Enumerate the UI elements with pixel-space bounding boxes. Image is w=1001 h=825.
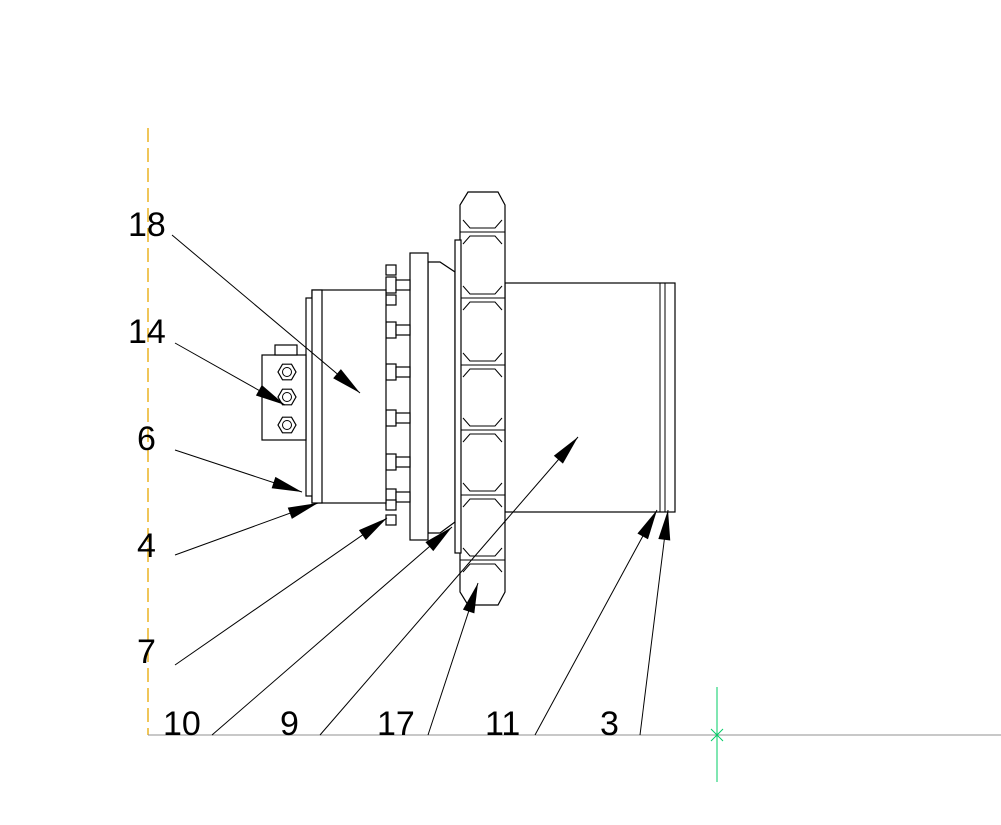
hex-nut bbox=[277, 363, 297, 381]
sprocket bbox=[459, 191, 506, 606]
flange bbox=[409, 252, 429, 541]
drive-assembly bbox=[261, 191, 676, 606]
callout-18: 18 bbox=[128, 206, 166, 244]
callout-3: 3 bbox=[600, 705, 619, 743]
bolt bbox=[385, 409, 397, 427]
bolt bbox=[385, 363, 397, 381]
callout-10: 10 bbox=[163, 705, 201, 743]
cursor-crosshair bbox=[710, 687, 724, 782]
callout-14: 14 bbox=[128, 313, 166, 351]
callout-9: 9 bbox=[280, 705, 299, 743]
bolt bbox=[385, 276, 397, 294]
arrowhead bbox=[553, 437, 578, 464]
arrowhead bbox=[637, 510, 657, 540]
leader-line bbox=[319, 436, 579, 736]
arrowhead bbox=[358, 518, 387, 541]
callout-4: 4 bbox=[137, 527, 156, 565]
arrowhead bbox=[425, 527, 452, 552]
leader-line bbox=[171, 234, 361, 394]
arrowhead bbox=[287, 503, 318, 519]
leader-line bbox=[639, 509, 669, 736]
arrowhead bbox=[462, 583, 478, 614]
leader-line bbox=[174, 517, 388, 666]
hex-nut bbox=[277, 416, 297, 434]
sprocket-outline bbox=[459, 191, 506, 606]
hex-nut bbox=[277, 388, 297, 406]
leader-line bbox=[534, 509, 658, 736]
callout-17: 17 bbox=[377, 705, 415, 743]
callout-7: 7 bbox=[137, 633, 156, 671]
callout-6: 6 bbox=[137, 420, 156, 458]
flange-bolts bbox=[385, 264, 411, 526]
arrowhead bbox=[333, 369, 360, 393]
arrowhead bbox=[658, 510, 671, 541]
callout-11: 11 bbox=[485, 705, 520, 743]
bolt bbox=[385, 321, 397, 339]
hub-drum bbox=[504, 282, 676, 513]
leader-line bbox=[211, 526, 453, 736]
arrowhead bbox=[255, 385, 285, 405]
motor-body bbox=[311, 289, 387, 504]
leader-lines bbox=[171, 234, 671, 736]
arrowhead bbox=[271, 476, 302, 492]
bolt bbox=[385, 453, 397, 471]
